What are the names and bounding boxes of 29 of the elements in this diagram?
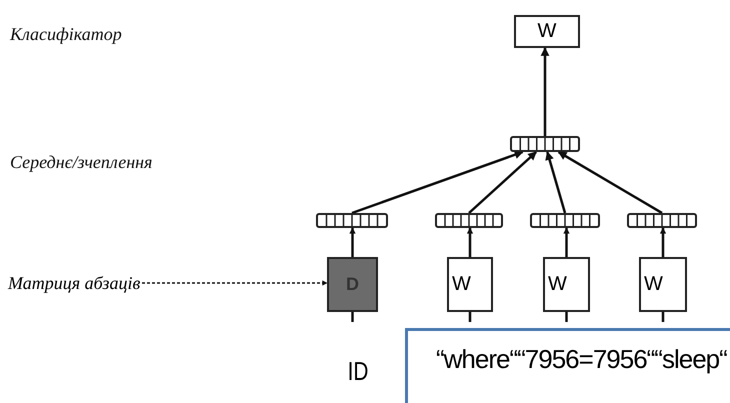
- arrow: [349, 227, 356, 257]
- arrow: [468, 151, 538, 214]
- word-box: W: [543, 257, 590, 312]
- arrow: [352, 150, 524, 214]
- vector-bar: [627, 213, 697, 228]
- vector-bar: [530, 213, 600, 228]
- connector-line: [565, 312, 568, 322]
- arrow: [545, 151, 566, 214]
- layer-label: Середнє/зчеплення: [10, 152, 152, 173]
- paragraph-box: D: [327, 257, 378, 312]
- arrow: [540, 47, 550, 136]
- dashed-arrow: [142, 280, 328, 286]
- arrow: [466, 227, 474, 257]
- arrow: [558, 150, 663, 214]
- connector-line: [662, 312, 664, 322]
- vector-bar: [435, 213, 503, 228]
- layer-label: Класифікатор: [10, 24, 122, 45]
- connector-line: [351, 312, 354, 322]
- arrow: [660, 227, 666, 257]
- weight-box: W: [514, 15, 580, 48]
- label-text: Матриця абзаців: [8, 270, 140, 296]
- id-text: ID: [342, 350, 374, 392]
- connector-line: [468, 312, 472, 322]
- vector-bar: [510, 136, 580, 152]
- word-box: W: [639, 257, 687, 312]
- arrow: [563, 227, 570, 257]
- word-box: W: [447, 257, 493, 312]
- input-text-box: “where““7956=7956““sleep“: [405, 328, 730, 403]
- vector-bar: [316, 213, 388, 228]
